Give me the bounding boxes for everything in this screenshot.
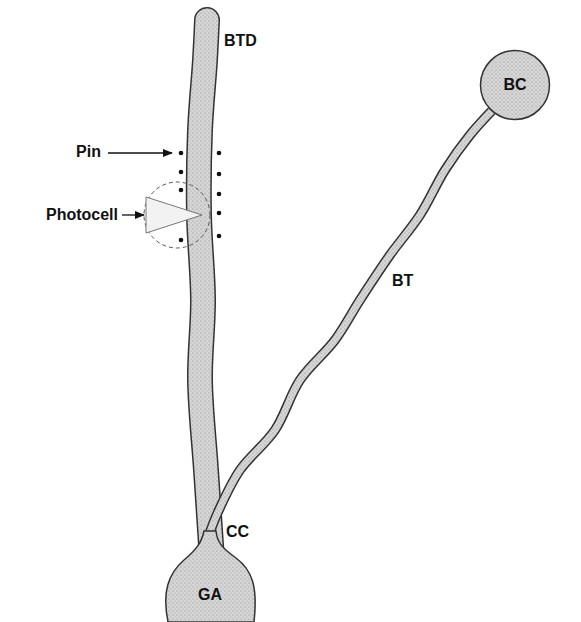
node-outline xyxy=(160,530,260,622)
leader-arrow xyxy=(122,214,144,215)
photocell-field xyxy=(144,182,210,248)
pin-dots xyxy=(179,151,222,243)
cell-bulb: BC xyxy=(479,49,551,121)
node-label: BC xyxy=(503,76,526,94)
photocell-symbol xyxy=(146,197,202,233)
node-label: GA xyxy=(198,586,222,604)
structure-label: BT xyxy=(392,272,413,290)
tube-connector xyxy=(210,111,492,532)
pin-label: Pin xyxy=(76,143,101,161)
cell-body: GA xyxy=(160,530,260,622)
tube xyxy=(199,20,212,560)
structure-label: BTD xyxy=(224,32,257,50)
photocell-label: Photocell xyxy=(46,206,118,224)
structure-label: CC xyxy=(226,523,249,541)
leader-arrow xyxy=(108,152,172,153)
